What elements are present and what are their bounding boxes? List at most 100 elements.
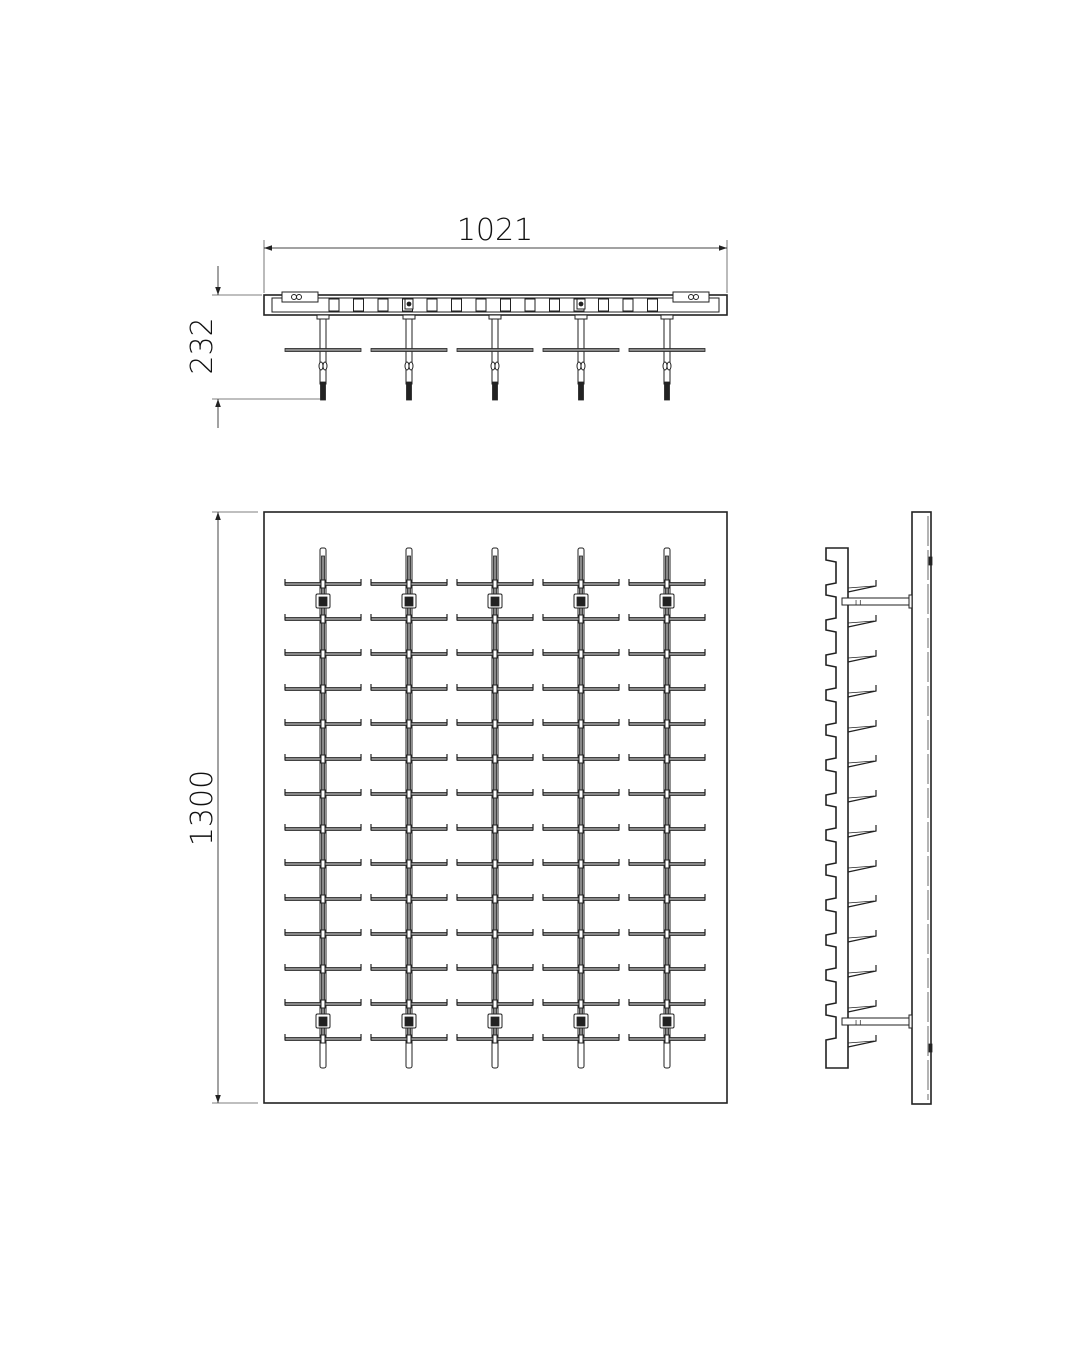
arm (284, 348, 362, 352)
arm-joint (578, 719, 584, 729)
arm-joint (320, 964, 326, 974)
side-hook (847, 1000, 877, 1013)
mount-clip (318, 596, 328, 607)
arm-joint (492, 894, 498, 904)
rail-slot (426, 298, 438, 312)
wall-fixing (928, 556, 933, 566)
rail-slot (500, 298, 511, 312)
arm-joint (664, 719, 670, 729)
rack-column (284, 547, 362, 1069)
side-hook-edge (847, 620, 875, 624)
arm-joint (664, 999, 670, 1009)
arm-joint (406, 649, 412, 659)
arm-joint (320, 579, 326, 589)
rail-slot (328, 298, 340, 312)
side-hook-edge (847, 830, 875, 834)
arm-joint (492, 859, 498, 869)
side-hook-edge (847, 795, 875, 799)
arm-joint (492, 614, 498, 624)
arm-joint (406, 859, 412, 869)
clip (494, 361, 500, 371)
arm-joint (578, 789, 584, 799)
arm-joint (492, 999, 498, 1009)
arm-joint (578, 824, 584, 834)
height-dimension: 1300 (185, 511, 258, 1104)
depth-dimension-label: 232 (185, 317, 220, 374)
mount-clip (662, 596, 672, 607)
side-hook-edge (847, 725, 875, 729)
arm-joint (664, 859, 670, 869)
stem-tip (406, 381, 412, 401)
arm-joint (320, 1034, 326, 1044)
arm-joint (406, 999, 412, 1009)
side-hook-edge (847, 900, 875, 904)
arm-joint (578, 999, 584, 1009)
arm-joint (406, 684, 412, 694)
stem-cap (402, 314, 416, 320)
side-hook-edge (847, 1040, 875, 1044)
standoff-bar (841, 1017, 913, 1026)
arm-joint (664, 649, 670, 659)
arm (370, 348, 448, 352)
width-dimension-label: 1021 (457, 213, 533, 248)
arm-joint (492, 929, 498, 939)
arm (542, 348, 620, 352)
arm-joint (492, 824, 498, 834)
rack-column (370, 547, 448, 1069)
side-wall-panel (911, 511, 932, 1105)
arm-joint (664, 824, 670, 834)
clip (666, 361, 672, 371)
rail-slot (598, 298, 609, 312)
stem-cap (316, 314, 330, 320)
arm-joint (320, 754, 326, 764)
arm-joint (578, 684, 584, 694)
arm-joint (320, 789, 326, 799)
clip (408, 361, 414, 371)
arm (628, 348, 706, 352)
width-dimension: 1021 (263, 213, 728, 293)
arm-joint (492, 719, 498, 729)
arm-joint (664, 614, 670, 624)
rack-column (542, 547, 620, 1069)
clip (576, 361, 582, 371)
side-hook-edge (847, 935, 875, 939)
front-view (263, 511, 728, 1104)
rail-slot (622, 298, 634, 312)
arm-joint (406, 964, 412, 974)
stem-cap (660, 314, 674, 320)
standoff-plate (908, 1014, 913, 1029)
arm-joint (320, 719, 326, 729)
arm-joint (492, 684, 498, 694)
height-dimension-label: 1300 (185, 770, 220, 846)
arm-joint (492, 649, 498, 659)
arm-joint (578, 579, 584, 589)
arm-joint (664, 684, 670, 694)
side-hook-edge (847, 1005, 875, 1009)
arm-joint (320, 929, 326, 939)
arm-joint (664, 929, 670, 939)
rail-slot (549, 298, 560, 312)
rail-slot (353, 298, 364, 312)
side-hook (847, 930, 877, 943)
standoff-bar (841, 597, 913, 606)
screw-icon (693, 294, 699, 300)
rail-slot (647, 298, 658, 312)
clip (580, 361, 586, 371)
mount-clip (490, 596, 500, 607)
side-hook (847, 825, 877, 838)
side-hook (847, 685, 877, 698)
side-hook-edge (847, 865, 875, 869)
arm-joint (320, 859, 326, 869)
stem-cap (574, 314, 588, 320)
mount-clip (662, 1016, 672, 1027)
stem-cap (488, 314, 502, 320)
mount-clip (576, 596, 586, 607)
arm-joint (320, 999, 326, 1009)
rail-slot (451, 298, 462, 312)
side-hook (847, 755, 877, 768)
arm-joint (492, 754, 498, 764)
standoff-plate (908, 594, 913, 609)
arm-joint (664, 789, 670, 799)
stem-tip (492, 381, 498, 401)
